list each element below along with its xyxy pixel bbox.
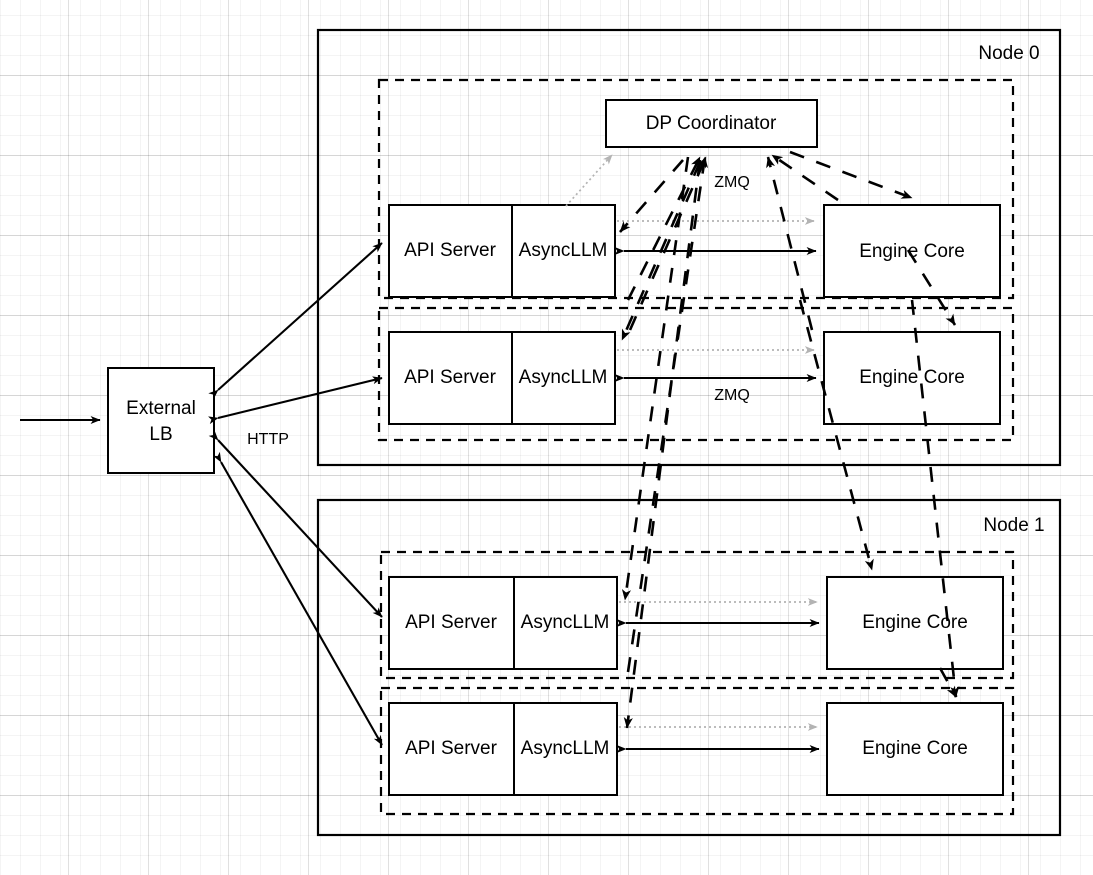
node0-rank0-asyncllm-to-coordinator-dotted	[565, 154, 613, 207]
node0-rank0-asyncllm-coordinator-dashed	[626, 156, 702, 301]
node0-rank0-asyncllm-label: AsyncLLM	[519, 240, 608, 261]
coordinator-to-node1-rank0-asyncllm-dashed	[621, 156, 690, 601]
node0-rank0-enginecore-box[interactable]	[823, 204, 1001, 298]
node1-rank0-apiserver-asyncllm-box[interactable]	[388, 576, 618, 670]
dp-coordinator-label: DP Coordinator	[646, 113, 777, 134]
coordinator-to-node0-rank1-enginecore-dashed	[906, 249, 957, 326]
dp-coordinator-box[interactable]	[605, 99, 818, 148]
coordinator-to-node1-rank1-enginecore-dashed	[910, 299, 960, 698]
node0-rank0-enginecore-coordinator-dashed	[771, 153, 839, 202]
node0-rank0-enginecore-label: Engine Core	[859, 241, 965, 262]
node0-rank1-asyncllm-label: AsyncLLM	[519, 367, 608, 388]
node1-rank1-enginecore-label: Engine Core	[862, 738, 968, 759]
coordinator-to-node1-rank0-enginecore-dashed	[798, 299, 874, 571]
node1-rank1-apiserver-asyncllm-box[interactable]	[388, 702, 618, 796]
node0-rank1-enginecore-box[interactable]	[823, 331, 1001, 425]
node1-rank0-asyncllm-label: AsyncLLM	[521, 612, 610, 633]
node1-rank0-apiserver-label: API Server	[405, 612, 498, 633]
node0-rank1-asyncllm-coordinator-dashed	[628, 156, 708, 331]
zmq-top-edge-label: ZMQ	[714, 174, 750, 191]
node0-rank0-apiserver-label: API Server	[404, 240, 497, 261]
node1-rank1-apiserver-label: API Server	[405, 738, 498, 759]
node0-rank1-enginecore-label: Engine Core	[859, 367, 965, 388]
node0-rank0-group	[377, 78, 1015, 300]
lb-to-node1-rank0-arrow	[208, 430, 383, 618]
coordinator-to-node1-rank1-asyncllm-dashed	[623, 159, 702, 729]
http-edge-label: HTTP	[247, 431, 289, 448]
node1-rank1-asyncllm-label: AsyncLLM	[521, 738, 610, 759]
external-lb-label-line2: LB	[149, 424, 172, 445]
coordinator-to-node0-rank1-asyncllm-dashed	[620, 161, 702, 341]
coordinator-to-node0-rank0-enginecore-dashed	[789, 150, 913, 200]
external-lb-label-line1: External	[126, 398, 196, 419]
node1-rank1-group	[379, 686, 1015, 816]
node1-rank0-enginecore-to-rank1-dashed	[938, 667, 958, 698]
node1-rank1-enginecore-box[interactable]	[826, 702, 1004, 796]
zmq-second-edge-label: ZMQ	[714, 387, 750, 404]
lb-to-node1-rank1-arrow	[212, 451, 383, 746]
node1-label: Node 1	[983, 515, 1044, 536]
lb-to-node0-rank0-arrow	[208, 242, 383, 400]
node1-rank0-enginecore-box[interactable]	[826, 576, 1004, 670]
node1-rank0-enginecore-label: Engine Core	[862, 612, 968, 633]
lb-to-node0-rank1-arrow	[207, 376, 383, 425]
node0-label: Node 0	[978, 43, 1039, 64]
external-lb-box[interactable]	[107, 367, 215, 474]
node0-rank1-enginecore-coordinator-dashed	[766, 156, 814, 331]
node0-rank1-apiserver-label: API Server	[404, 367, 497, 388]
node1-rank0-group	[379, 550, 1015, 680]
